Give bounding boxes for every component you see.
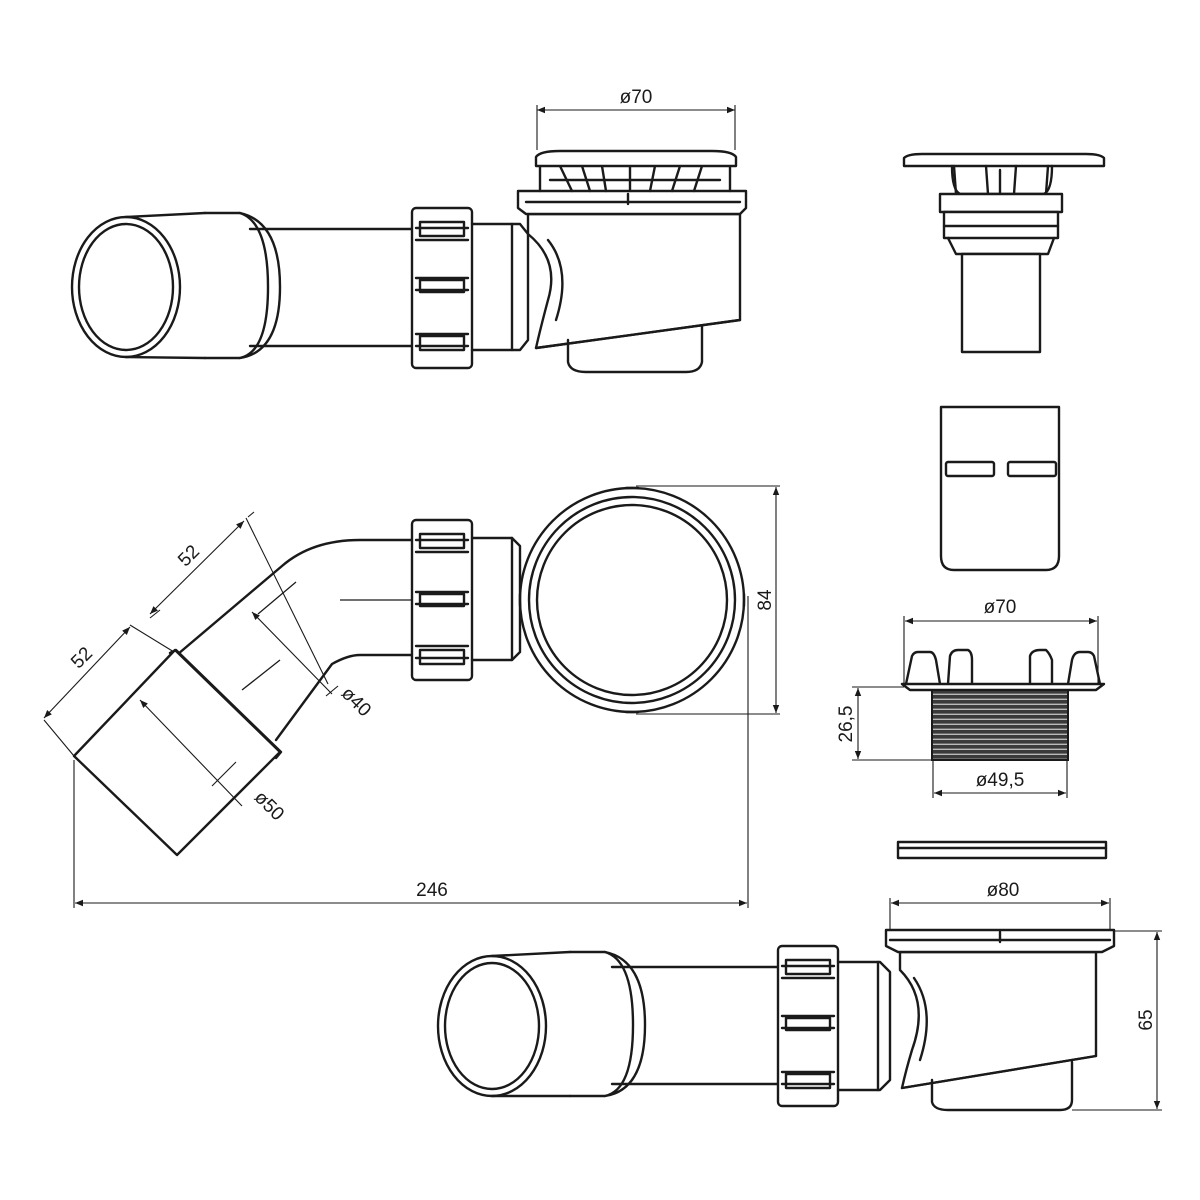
elbow-upper-label: 52 — [174, 541, 204, 571]
bottom-height-label: 65 — [1136, 1009, 1157, 1030]
bottom-flange-diameter-label: ø80 — [987, 880, 1020, 901]
shell-view — [939, 405, 1061, 572]
pipe-inner-diameter-label: ø40 — [337, 683, 375, 721]
dimension-overall-length: 246 — [73, 596, 749, 908]
dimension-thread-height: 26,5 — [836, 686, 932, 761]
elbow-lower-label: 52 — [67, 643, 97, 673]
dimension-overall-height: 84 — [636, 485, 780, 715]
top-grate-diameter-label: ø70 — [620, 87, 653, 108]
elbow-plan-view — [72, 486, 746, 857]
grate-stem-view — [902, 152, 1106, 354]
overall-height-label: 84 — [755, 589, 776, 611]
dimension-pipe-inner-diameter: ø40 — [251, 611, 375, 721]
dimension-thread-diameter: ø49,5 — [932, 760, 1068, 798]
flat-plate-view — [896, 840, 1108, 860]
bottom-siphon-side-view — [436, 928, 1116, 1112]
dimension-cap-diameter: ø70 — [903, 597, 1099, 684]
cap-diameter-label: ø70 — [984, 597, 1017, 618]
dimension-bottom-flange-diameter: ø80 — [889, 880, 1111, 930]
thread-cap-view — [900, 648, 1106, 761]
pipe-outer-diameter-label: ø50 — [250, 787, 288, 825]
dimension-top-grate-diameter: ø70 — [536, 87, 736, 150]
overall-length-label: 246 — [416, 880, 448, 901]
thread-height-label: 26,5 — [836, 706, 857, 743]
dimension-bottom-height: 65 — [1072, 930, 1162, 1111]
thread-diameter-label: ø49,5 — [976, 770, 1025, 791]
top-siphon-side-view — [70, 149, 748, 374]
